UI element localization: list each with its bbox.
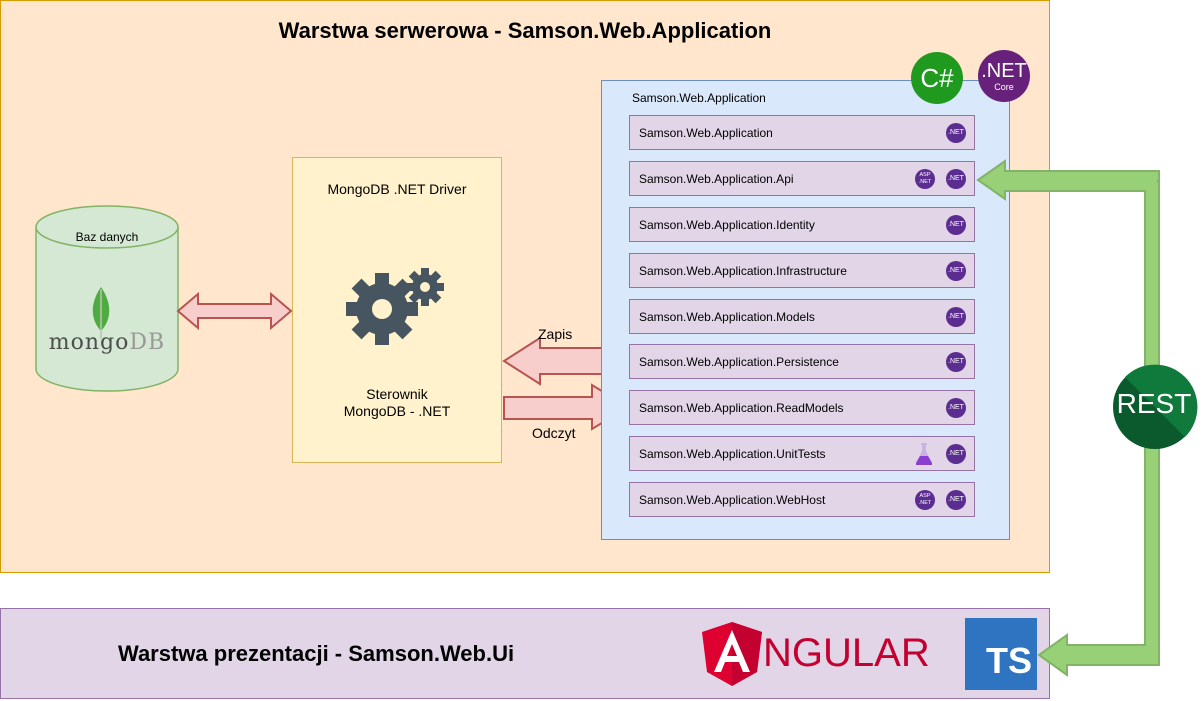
module-label: Samson.Web.Application.Persistence bbox=[639, 355, 839, 369]
mongodb-driver-caption: Sterownik MongoDB - .NET bbox=[292, 386, 502, 420]
dotnet-badge-icon: .NET bbox=[946, 123, 966, 143]
dotnet-badge-icon: .NET bbox=[946, 261, 966, 281]
dotnet-badge-icon: .NET bbox=[946, 398, 966, 418]
dotnet-badge-icon: .NET bbox=[946, 307, 966, 327]
module-persistence: Samson.Web.Application.Persistence .NET bbox=[629, 344, 975, 379]
driver-caption-line2: MongoDB - .NET bbox=[343, 403, 451, 419]
driver-caption-line1: Sterownik bbox=[366, 386, 428, 402]
module-label: Samson.Web.Application.UnitTests bbox=[639, 447, 826, 461]
typescript-logo-icon bbox=[965, 618, 1037, 690]
module-label: Samson.Web.Application.Api bbox=[639, 172, 794, 186]
module-infrastructure: Samson.Web.Application.Infrastructure .N… bbox=[629, 253, 975, 288]
module-label: Samson.Web.Application.ReadModels bbox=[639, 401, 844, 415]
module-unittests: Samson.Web.Application.UnitTests .NET bbox=[629, 436, 975, 471]
angular-shield-icon bbox=[702, 622, 762, 686]
test-flask-icon bbox=[916, 443, 932, 465]
module-application: Samson.Web.Application .NET bbox=[629, 115, 975, 150]
mongodb-logo-mongo: mongo bbox=[48, 330, 130, 355]
module-label: Samson.Web.Application bbox=[639, 126, 773, 140]
rest-badge-icon bbox=[1113, 364, 1198, 449]
dotnet-badge-icon: .NET bbox=[946, 352, 966, 372]
database-cylinder bbox=[35, 205, 179, 392]
module-webhost: Samson.Web.Application.WebHost ASP.NET .… bbox=[629, 482, 975, 517]
csharp-logo-icon: C# bbox=[911, 52, 963, 104]
dotnet-core-logo-small: Core bbox=[994, 82, 1014, 92]
module-api: Samson.Web.Application.Api ASP.NET .NET bbox=[629, 161, 975, 196]
module-models: Samson.Web.Application.Models .NET bbox=[629, 299, 975, 334]
typescript-logo-text: TS bbox=[985, 640, 1032, 681]
module-label: Samson.Web.Application.Infrastructure bbox=[639, 264, 847, 278]
aspnet-badge-icon: ASP.NET bbox=[915, 169, 935, 189]
angular-logo-text: NGULAR bbox=[763, 631, 930, 675]
mongodb-leaf-icon bbox=[92, 287, 110, 339]
dotnet-badge-icon: .NET bbox=[946, 215, 966, 235]
gears-icon bbox=[346, 268, 444, 345]
database-label: Baz danych bbox=[75, 230, 139, 244]
rest-label: REST bbox=[1116, 388, 1192, 419]
write-label: Zapis bbox=[538, 326, 573, 342]
module-label: Samson.Web.Application.WebHost bbox=[639, 493, 826, 507]
module-label: Samson.Web.Application.Identity bbox=[639, 218, 815, 232]
dotnet-badge-icon: .NET bbox=[946, 444, 966, 464]
module-identity: Samson.Web.Application.Identity .NET bbox=[629, 207, 975, 242]
server-layer-title: Warstwa serwerowa - Samson.Web.Applicati… bbox=[278, 18, 772, 43]
read-label: Odczyt bbox=[532, 425, 576, 441]
db-driver-double-arrow bbox=[176, 292, 293, 331]
dotnet-badge-icon: .NET bbox=[946, 490, 966, 510]
dotnet-core-logo-icon: .NET Core bbox=[978, 50, 1030, 102]
module-label: Samson.Web.Application.Models bbox=[639, 310, 815, 324]
mongodb-logo-text: mongoDB bbox=[36, 330, 178, 355]
dotnet-badge-icon: .NET bbox=[946, 169, 966, 189]
aspnet-badge-icon: ASP.NET bbox=[915, 490, 935, 510]
presentation-layer-title: Warstwa prezentacji - Samson.Web.Ui bbox=[118, 641, 515, 666]
module-readmodels: Samson.Web.Application.ReadModels .NET bbox=[629, 390, 975, 425]
dotnet-core-logo-big: .NET bbox=[981, 60, 1027, 82]
mongodb-driver-title: MongoDB .NET Driver bbox=[327, 181, 467, 197]
mongodb-logo-db: DB bbox=[129, 330, 166, 355]
application-container-label: Samson.Web.Application bbox=[632, 91, 766, 105]
presentation-layer bbox=[0, 608, 1050, 699]
